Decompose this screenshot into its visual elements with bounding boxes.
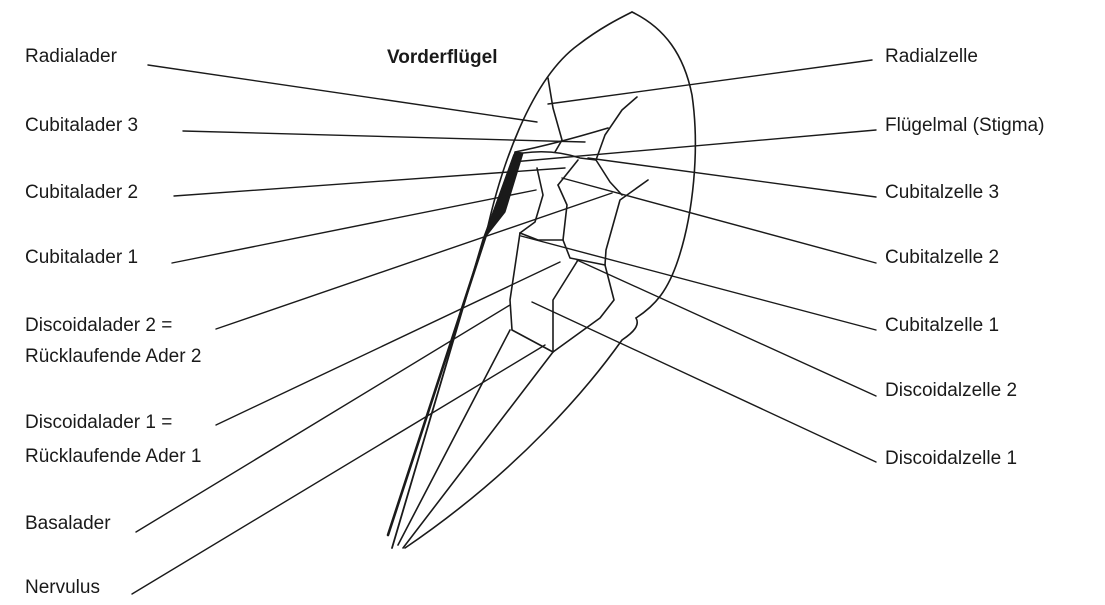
basal-veins xyxy=(388,155,553,548)
label-cubitalader-3: Cubitalader 3 xyxy=(25,114,138,138)
label-nervulus: Nervulus xyxy=(25,576,100,600)
leader-discoidalzelle1 xyxy=(532,302,876,462)
leader-radialader xyxy=(148,65,537,122)
label-discoidalader-2-line1: Discoidalader 2 = xyxy=(25,314,172,338)
leader-lines xyxy=(132,60,876,594)
label-discoidalzelle-2: Discoidalzelle 2 xyxy=(885,379,1017,403)
label-radialader: Radialader xyxy=(25,45,117,69)
label-discoidalader-1-line2: Rücklaufende Ader 1 xyxy=(25,445,201,469)
label-discoidalzelle-1: Discoidalzelle 1 xyxy=(885,447,1017,471)
label-radialzelle: Radialzelle xyxy=(885,45,978,69)
diagram-title: Vorderflügel xyxy=(387,46,498,70)
label-cubitalzelle-2: Cubitalzelle 2 xyxy=(885,246,999,270)
leader-cubitalader3 xyxy=(183,131,585,142)
label-cubitalzelle-1: Cubitalzelle 1 xyxy=(885,314,999,338)
leader-fluegelmal xyxy=(512,130,876,162)
leader-discoidalzelle2 xyxy=(577,260,876,396)
label-basalader: Basalader xyxy=(25,512,111,536)
wing-cells xyxy=(510,78,648,352)
label-cubitalzelle-3: Cubitalzelle 3 xyxy=(885,181,999,205)
label-discoidalader-2-line2: Rücklaufende Ader 2 xyxy=(25,345,201,369)
label-fluegelmal: Flügelmal (Stigma) xyxy=(885,114,1044,138)
label-discoidalader-1-line1: Discoidalader 1 = xyxy=(25,411,172,435)
label-cubitalader-1: Cubitalader 1 xyxy=(25,246,138,270)
leader-radialzelle xyxy=(548,60,872,104)
leader-basalader xyxy=(136,305,510,532)
label-cubitalader-2: Cubitalader 2 xyxy=(25,181,138,205)
leader-discoidalader1 xyxy=(216,262,560,425)
leader-nervulus xyxy=(132,345,545,594)
